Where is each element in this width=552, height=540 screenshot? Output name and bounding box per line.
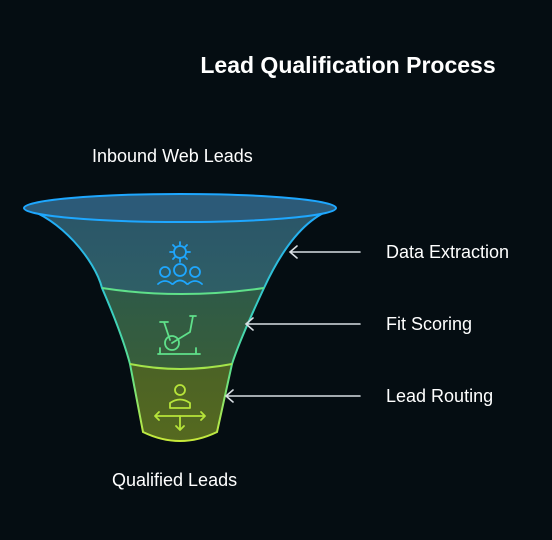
connector-arrow-fit-scoring [244, 317, 361, 331]
funnel-stage-data-extraction [24, 208, 336, 294]
person-arrows-icon [154, 384, 206, 431]
funnel-input-label: Inbound Web Leads [92, 146, 253, 166]
stage-divider [129, 363, 233, 370]
stage-label-fit-scoring: Fit Scoring [386, 314, 473, 334]
connector-arrow-lead-routing [224, 389, 361, 403]
funnel-stage-lead-routing [130, 364, 232, 441]
funnel-rim [23, 193, 337, 223]
stage-divider [101, 287, 265, 295]
stage-label-lead-routing: Lead Routing [386, 386, 494, 406]
funnel-outline [23, 207, 337, 442]
exercise-bike-icon [157, 315, 201, 355]
funnel-stage-fit-scoring [102, 288, 264, 369]
gears-people-icon [157, 241, 203, 285]
stage-label-data-extraction: Data Extraction [386, 242, 510, 262]
connector-arrow-data-extraction [288, 245, 361, 259]
funnel-output-label: Qualified Leads [112, 470, 238, 490]
diagram-title: Lead Qualification Process [200, 52, 496, 78]
